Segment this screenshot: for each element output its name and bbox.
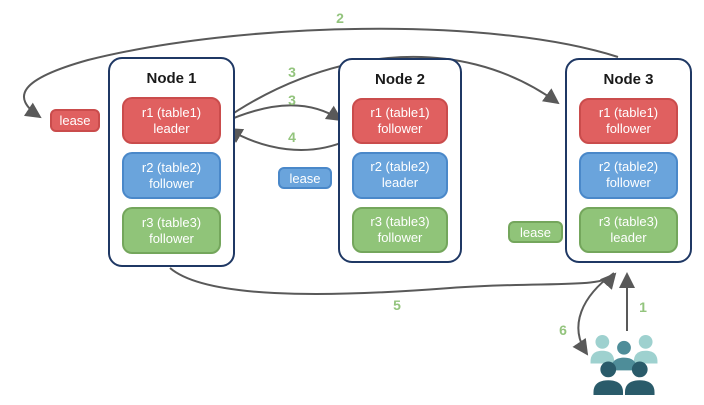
replica-role: leader xyxy=(153,120,190,136)
replica-name: r3 (table3) xyxy=(141,214,202,230)
node-1-replica-r1: r1 (table1) leader xyxy=(122,97,221,144)
lease-label: lease xyxy=(59,113,91,128)
lease-label: lease xyxy=(519,224,552,240)
users-group-icon xyxy=(590,334,658,396)
replica-role: follower xyxy=(377,121,423,137)
replica-role: follower xyxy=(606,175,651,191)
step-label-6: 6 xyxy=(559,322,567,338)
replica-role: follower xyxy=(149,175,194,191)
step-label-3a: 3 xyxy=(288,64,296,80)
node-2-replica-r2: r2 (table2) leader xyxy=(352,152,448,199)
arrow-5-node1-to-node3 xyxy=(169,267,617,295)
replica-name: r3 (table3) xyxy=(370,213,430,229)
arrow-3-node1-to-node2 xyxy=(221,104,343,124)
replica-name: r1 (table1) xyxy=(598,105,659,121)
replica-role: follower xyxy=(606,121,651,137)
step-label-4: 4 xyxy=(288,129,296,145)
node-1-title: Node 1 xyxy=(146,70,197,87)
step-label-5: 5 xyxy=(393,297,401,313)
node-1: Node 1 r1 (table1) leader r2 (table2) fo… xyxy=(108,57,235,267)
lease-tag-table3: lease xyxy=(508,221,563,243)
step-label-1: 1 xyxy=(639,299,647,315)
node-2-title: Node 2 xyxy=(374,71,425,88)
node-3-replica-r1: r1 (table1) follower xyxy=(579,98,678,145)
replica-name: r2 (table2) xyxy=(370,159,430,175)
replica-name: r2 (table2) xyxy=(598,159,659,175)
node-1-replica-r3: r3 (table3) follower xyxy=(122,207,221,254)
replica-role: leader xyxy=(381,175,419,191)
node-2: Node 2 r1 (table1) follower r2 (table2) … xyxy=(338,58,462,263)
step-label-3b: 3 xyxy=(288,92,296,108)
lease-tag-table2: lease xyxy=(278,167,332,189)
replica-role: follower xyxy=(149,230,194,246)
node-2-replica-r1: r1 (table1) follower xyxy=(352,98,448,145)
replica-role: follower xyxy=(377,229,423,245)
step-label-2: 2 xyxy=(336,10,344,26)
replica-name: r1 (table1) xyxy=(141,104,202,120)
node-1-replica-r2: r2 (table2) follower xyxy=(122,152,221,199)
replica-role: leader xyxy=(610,229,647,245)
replica-name: r3 (table3) xyxy=(598,213,659,229)
node-3-replica-r3: r3 (table3) leader xyxy=(579,206,678,253)
node-3-title: Node 3 xyxy=(603,71,654,88)
node-3-replica-r2: r2 (table2) follower xyxy=(579,152,678,199)
replica-name: r1 (table1) xyxy=(370,105,430,121)
lease-tag-table1: lease xyxy=(50,109,100,132)
node-2-replica-r3: r3 (table3) follower xyxy=(352,206,448,253)
node-3: Node 3 r1 (table1) follower r2 (table2) … xyxy=(565,58,692,263)
lease-label: lease xyxy=(289,170,321,186)
replica-name: r2 (table2) xyxy=(141,159,202,175)
